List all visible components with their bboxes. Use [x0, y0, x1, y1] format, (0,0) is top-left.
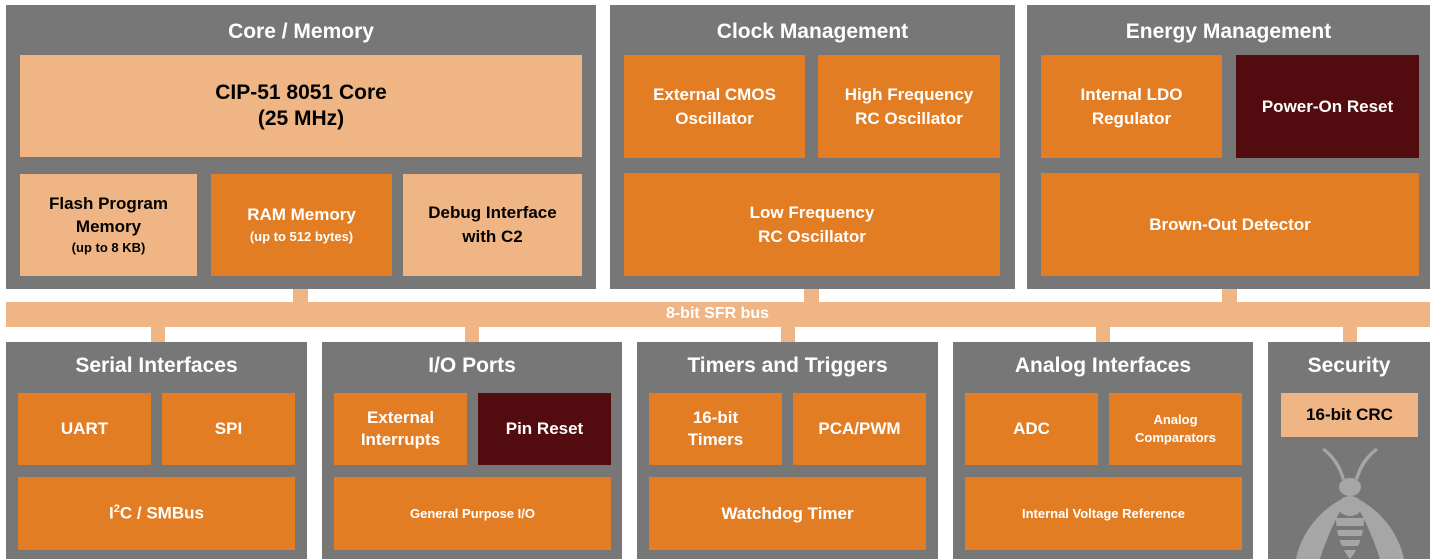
crc-block: 16-bit CRC: [1281, 393, 1418, 437]
ram-memory-size: (up to 512 bytes): [249, 229, 354, 244]
analog-interfaces-panel: Analog Interfaces ADC Analog Comparators…: [953, 342, 1253, 559]
timers-triggers-title: Timers and Triggers: [687, 354, 888, 377]
brown-out-detector-label: Brown-Out Detector: [1149, 214, 1311, 234]
ldo-regulator-block: Internal LDO Regulator: [1041, 55, 1222, 158]
watchdog-timer-block: Watchdog Timer: [649, 477, 926, 550]
analog-comparators-label-1: Analog: [1153, 412, 1198, 427]
pin-reset-block: Pin Reset: [478, 393, 611, 465]
spi-block: SPI: [162, 393, 295, 465]
hf-rc-oscillator-block: High Frequency RC Oscillator: [818, 55, 1000, 158]
bus-connector-clock: [804, 289, 819, 302]
security-panel: Security 16-bit CRC: [1268, 342, 1430, 559]
lf-rc-oscillator-block: Low Frequency RC Oscillator: [624, 173, 1000, 276]
gpio-block: General Purpose I/O: [334, 477, 611, 550]
brown-out-detector-block: Brown-Out Detector: [1041, 173, 1419, 276]
flash-memory-label-1: Flash Program: [48, 194, 169, 213]
hf-rc-label-2: RC Oscillator: [855, 108, 963, 128]
energy-management-title: Energy Management: [1125, 20, 1332, 43]
energy-management-panel: Energy Management Internal LDO Regulator…: [1027, 5, 1430, 289]
external-interrupts-label-1: External: [366, 408, 435, 427]
watchdog-timer-label: Watchdog Timer: [721, 503, 854, 523]
analog-comparators-block: Analog Comparators: [1109, 393, 1242, 465]
bee-logo-icon: [1296, 448, 1404, 559]
lf-rc-label-2: RC Oscillator: [758, 226, 866, 246]
bus-connector-io: [465, 327, 479, 342]
uart-label: UART: [60, 419, 109, 438]
clock-management-title: Clock Management: [716, 20, 909, 43]
cpu-core-freq: (25 MHz): [257, 107, 345, 130]
cpu-core-block: CIP-51 8051 Core (25 MHz): [20, 55, 582, 157]
bus-connector-energy: [1222, 289, 1237, 302]
external-cmos-label-1: External CMOS: [653, 84, 776, 104]
analog-interfaces-title: Analog Interfaces: [1014, 354, 1192, 377]
power-on-reset-block: Power-On Reset: [1236, 55, 1419, 158]
crc-label: 16-bit CRC: [1306, 405, 1393, 424]
power-on-reset-label: Power-On Reset: [1261, 96, 1394, 116]
io-ports-title: I/O Ports: [428, 354, 516, 377]
lf-rc-label-1: Low Frequency: [749, 202, 875, 222]
16bit-timers-block: 16-bit Timers: [649, 393, 782, 465]
timers-triggers-panel: Timers and Triggers 16-bit Timers PCA/PW…: [637, 342, 938, 559]
debug-interface-label-1: Debug Interface: [428, 203, 557, 222]
16bit-timers-label-1: 16-bit: [692, 408, 739, 427]
analog-comparators-label-2: Comparators: [1135, 430, 1216, 445]
debug-interface-label-2: with C2: [462, 227, 523, 246]
flash-memory-block: Flash Program Memory (up to 8 KB): [20, 174, 197, 276]
core-memory-title: Core / Memory: [228, 20, 374, 43]
io-ports-panel: I/O Ports External Interrupts Pin Reset …: [322, 342, 622, 559]
bus-connector-security: [1343, 327, 1357, 342]
clock-management-panel: Clock Management External CMOS Oscillato…: [610, 5, 1015, 289]
sfr-bus: [6, 302, 1430, 327]
external-cmos-oscillator-block: External CMOS Oscillator: [624, 55, 805, 158]
pca-pwm-label: PCA/PWM: [818, 419, 901, 438]
external-cmos-label-2: Oscillator: [675, 108, 754, 128]
16bit-timers-label-2: Timers: [687, 430, 744, 449]
adc-block: ADC: [965, 393, 1098, 465]
voltage-reference-block: Internal Voltage Reference: [965, 477, 1242, 550]
adc-label: ADC: [1013, 419, 1050, 438]
ram-memory-label: RAM Memory: [247, 205, 356, 224]
core-memory-panel: Core / Memory CIP-51 8051 Core (25 MHz) …: [6, 5, 596, 289]
security-title: Security: [1307, 354, 1391, 377]
uart-block: UART: [18, 393, 151, 465]
serial-interfaces-panel: Serial Interfaces UART SPI I2C / SMBus: [6, 342, 307, 559]
hf-rc-label-1: High Frequency: [844, 84, 974, 104]
ldo-label-1: Internal LDO: [1080, 84, 1183, 104]
flash-memory-size: (up to 8 KB): [71, 240, 146, 255]
ram-memory-block: RAM Memory (up to 512 bytes): [211, 174, 392, 276]
sfr-bus-label: 8-bit SFR bus: [665, 305, 770, 322]
gpio-label: General Purpose I/O: [410, 506, 535, 521]
cpu-core-name: CIP-51 8051 Core: [215, 81, 387, 104]
serial-interfaces-title: Serial Interfaces: [75, 354, 238, 377]
i2c-smbus-label: I2C / SMBus: [109, 503, 204, 523]
bus-connector-core: [293, 289, 308, 302]
bus-connector-serial: [151, 327, 165, 342]
voltage-reference-label: Internal Voltage Reference: [1021, 506, 1186, 521]
i2c-smbus-block: I2C / SMBus: [18, 477, 295, 550]
flash-memory-label-2: Memory: [75, 217, 142, 236]
pca-pwm-block: PCA/PWM: [793, 393, 926, 465]
spi-label: SPI: [214, 419, 243, 438]
pin-reset-label: Pin Reset: [505, 419, 584, 438]
external-interrupts-block: External Interrupts: [334, 393, 467, 465]
external-interrupts-label-2: Interrupts: [360, 430, 441, 449]
debug-interface-block: Debug Interface with C2: [403, 174, 582, 276]
bus-connector-timers: [781, 327, 795, 342]
bus-connector-analog: [1096, 327, 1110, 342]
ldo-label-2: Regulator: [1091, 108, 1172, 128]
